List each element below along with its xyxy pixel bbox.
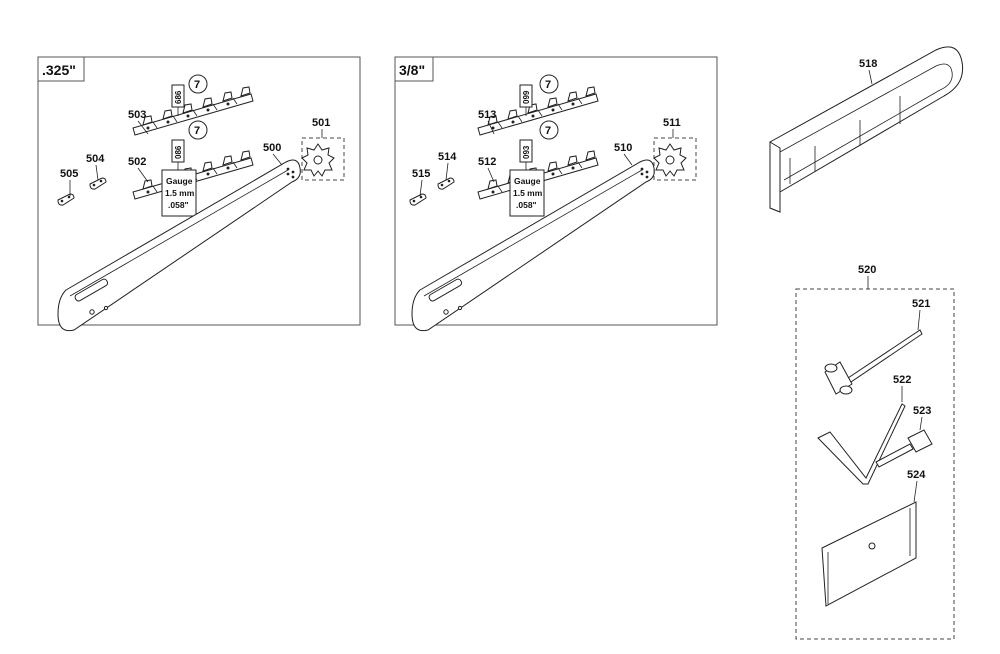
gauge-line1: Gauge	[166, 176, 193, 186]
grade-symbol-icon: 7	[188, 120, 208, 140]
tool-kit-520: 520 521 522 523 524	[795, 264, 955, 640]
link-505	[57, 193, 75, 206]
pitch-label: 3/8"	[399, 62, 425, 78]
chain-tag: 093	[522, 145, 531, 159]
sprocket-frame	[653, 137, 697, 181]
part-label: 501	[312, 117, 330, 129]
tool-kit-frame	[795, 288, 955, 640]
chain-tag: 086	[174, 145, 183, 159]
sprocket-511	[653, 143, 687, 177]
part-label: 520	[858, 264, 876, 276]
pitch-badge	[37, 56, 85, 82]
part-label: 505	[60, 168, 78, 180]
sprocket-frame	[301, 137, 345, 181]
grade-symbol-icon: 7	[539, 120, 559, 140]
file-guide-icon	[821, 501, 917, 607]
sprocket-501	[301, 143, 335, 177]
gauge-line3: .058"	[516, 200, 537, 210]
chain-tag: 686	[174, 90, 183, 104]
part-label: 503	[128, 109, 146, 121]
part-label: 513	[478, 109, 496, 121]
pitch-badge	[394, 56, 434, 82]
part-label: 524	[907, 469, 926, 481]
part-label: 515	[412, 168, 430, 180]
gauge-line2: 1.5 mm	[513, 188, 543, 198]
part-label: 502	[128, 156, 146, 168]
bar-cover-518: 518	[769, 46, 964, 213]
hex-key-icon	[817, 403, 906, 485]
part-label: 522	[893, 374, 911, 386]
gauge-box	[161, 169, 197, 217]
part-label: 518	[859, 58, 877, 70]
part-label: 512	[478, 156, 496, 168]
screwdriver-icon	[875, 429, 933, 468]
grade-symbol-icon: 7	[539, 74, 559, 94]
panel-3-8: 3/8" 099 093 7 7 Gauge 1.5 mm .058" 513 …	[394, 56, 718, 332]
panel-325: .325" 686 086 7 7 Gauge 1.5 mm .058"	[37, 56, 361, 332]
panel-frame	[394, 56, 718, 326]
part-label: 514	[438, 151, 457, 163]
svg-text:7: 7	[545, 79, 551, 91]
chain-tag: 099	[522, 90, 531, 104]
scrench-icon	[824, 329, 923, 395]
gauge-box	[509, 169, 545, 217]
svg-text:7: 7	[545, 125, 551, 137]
part-label: 521	[912, 298, 930, 310]
grade-symbol-icon: 7	[188, 74, 208, 94]
part-label: 510	[614, 142, 632, 154]
gauge-line2: 1.5 mm	[165, 188, 195, 198]
part-label: 523	[913, 405, 931, 417]
part-label: 504	[86, 153, 105, 165]
svg-text:7: 7	[194, 125, 200, 137]
link-515	[409, 193, 427, 206]
svg-text:7: 7	[194, 79, 200, 91]
pitch-label: .325"	[42, 62, 76, 78]
panel-frame	[37, 56, 361, 326]
part-label: 500	[263, 142, 281, 154]
gauge-line3: .058"	[168, 200, 189, 210]
gauge-line1: Gauge	[514, 176, 541, 186]
part-label: 511	[663, 117, 681, 129]
